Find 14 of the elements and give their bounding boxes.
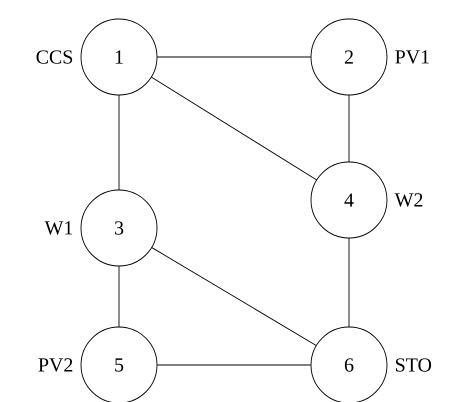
connector-line bbox=[348, 238, 350, 327]
node-label: W2 bbox=[394, 193, 422, 207]
node-label: PV2 bbox=[38, 358, 72, 372]
connector-line bbox=[151, 76, 317, 180]
node-label: W1 bbox=[44, 221, 72, 235]
connector-line bbox=[348, 95, 350, 162]
connector-line bbox=[157, 364, 311, 366]
connector-line bbox=[118, 95, 120, 190]
connector-line bbox=[118, 266, 120, 327]
connector-line bbox=[152, 247, 316, 346]
node-label: CCS bbox=[36, 50, 72, 64]
connector-line bbox=[157, 56, 311, 58]
node-label: STO bbox=[396, 358, 432, 372]
node-label: PV1 bbox=[395, 50, 429, 64]
